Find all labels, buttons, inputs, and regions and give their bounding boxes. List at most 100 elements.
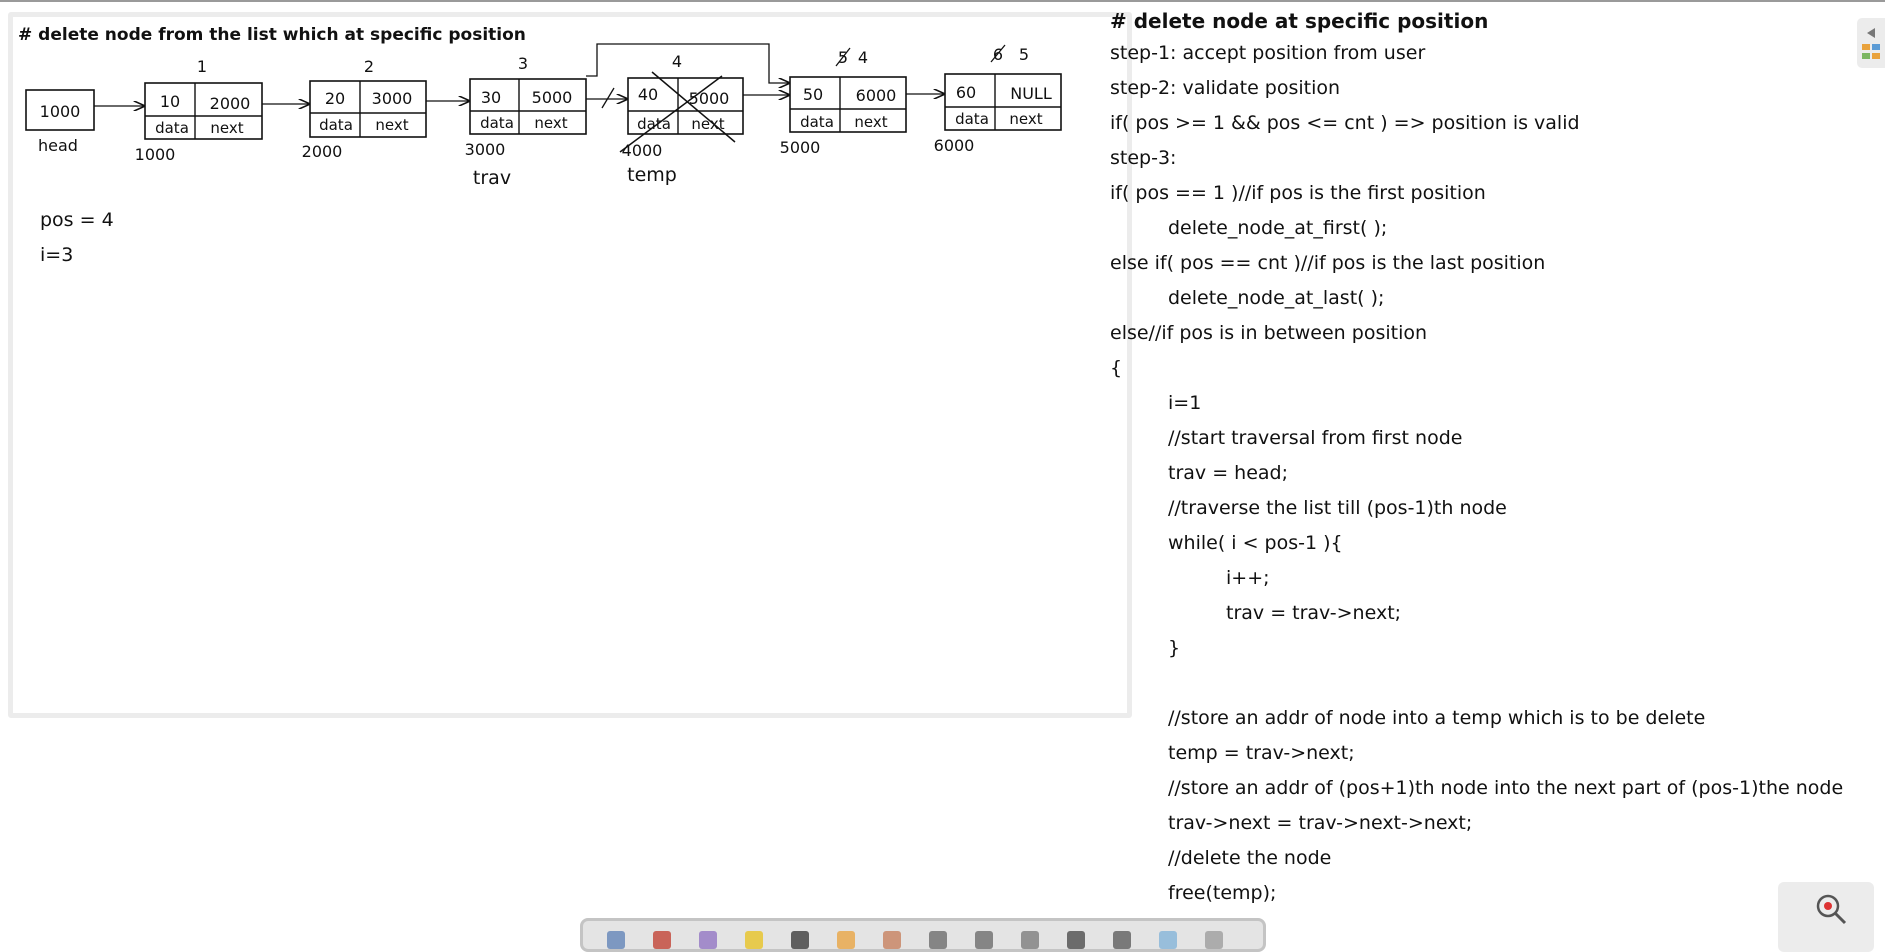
node-index: 1 [197, 57, 207, 76]
zoom-widget[interactable] [1778, 882, 1874, 952]
node-data-value: 50 [803, 85, 823, 104]
bypass-link-arrow [586, 43, 789, 83]
algorithm-notes: # delete node at specific position step-… [1110, 6, 1880, 911]
note-line: if( pos >= 1 && pos <= cnt ) => position… [1110, 112, 1580, 134]
note-line: free(temp); [1168, 882, 1277, 904]
note-line: trav = head; [1168, 462, 1288, 484]
trav-label: trav [473, 167, 511, 189]
next-field-label: next [854, 113, 887, 131]
note-line: //start traversal from first node [1168, 427, 1463, 449]
zoom-out-icon[interactable] [975, 931, 993, 949]
node-address: 6000 [934, 136, 975, 155]
next-field-label: next [534, 114, 567, 132]
note-line: while( i < pos-1 ){ [1168, 532, 1343, 554]
select-icon[interactable] [607, 931, 625, 949]
strike-line [619, 75, 723, 153]
i-variable: i=3 [40, 244, 73, 266]
note-line: //store an addr of (pos+1)th node into t… [1168, 777, 1844, 799]
note-line: //traverse the list till (pos-1)th node [1168, 497, 1507, 519]
collapse-arrow-icon [1862, 28, 1880, 59]
node-index: 4 [672, 52, 682, 71]
zoom-in-icon[interactable] [929, 931, 947, 949]
node-data-value: 10 [160, 92, 180, 111]
note-line: else//if pos is in between position [1110, 322, 1428, 344]
data-field-label: data [800, 113, 834, 131]
node-index: 5 [1019, 45, 1029, 64]
laser-icon[interactable] [837, 931, 855, 949]
note-line: step-3: [1110, 147, 1177, 169]
data-field-label: data [480, 114, 514, 132]
node-address: 1000 [135, 145, 176, 164]
node-3: 3 30 5000 data next 3000 trav [465, 54, 587, 189]
node-data-value: 30 [481, 88, 501, 107]
brush-icon[interactable] [1021, 931, 1039, 949]
note-line: //delete the node [1168, 847, 1332, 869]
next-field-label: next [1009, 110, 1042, 128]
node-6: 6 5 60 NULL data next 6000 [934, 44, 1062, 155]
hand-icon[interactable] [883, 931, 901, 949]
node-data-value: 20 [325, 89, 345, 108]
node-4-deleted: 4 40 5000 data next 4000 temp [619, 52, 744, 186]
next-field-label: next [691, 115, 724, 133]
next-field-label: next [210, 119, 243, 137]
note-line: delete_node_at_last( ); [1168, 287, 1385, 309]
top-border [0, 0, 1885, 2]
highlighter-icon[interactable] [745, 931, 763, 949]
note-line: temp = trav->next; [1168, 742, 1355, 764]
note-line: trav = trav->next; [1226, 602, 1402, 624]
eraser-icon[interactable] [699, 931, 717, 949]
node-next-value: 5000 [532, 88, 573, 107]
note-line: i++; [1226, 567, 1270, 589]
head-pointer: 1000 head [25, 89, 95, 155]
zoom-icon [1816, 894, 1847, 925]
data-field-label: data [319, 116, 353, 134]
line-icon[interactable] [1067, 931, 1085, 949]
notes-lines: step-1: accept position from user step-2:… [1110, 36, 1880, 911]
note-line: step-2: validate position [1110, 77, 1341, 99]
strike-line [651, 71, 736, 143]
link-break-mark [601, 87, 615, 109]
note-line: if( pos == 1 )//if pos is the first posi… [1110, 182, 1486, 204]
text-icon[interactable] [1113, 931, 1131, 949]
node-address: 2000 [302, 142, 343, 161]
note-line: { [1110, 357, 1123, 379]
node-next-value: 6000 [856, 86, 897, 105]
drawing-toolbar [580, 918, 1266, 952]
node-data-value: 40 [638, 85, 658, 104]
head-value: 1000 [40, 102, 81, 121]
data-field-label: data [155, 119, 189, 137]
keyboard-icon[interactable] [1205, 931, 1223, 949]
node-address: 3000 [465, 140, 506, 159]
node-2: 2 20 3000 data next 2000 [302, 57, 427, 161]
note-line [1110, 666, 1880, 701]
node-next-value: 3000 [372, 89, 413, 108]
strike-line [990, 44, 1006, 63]
linked-list-diagram: # delete node from the list which at spe… [18, 25, 1062, 266]
data-field-label: data [955, 110, 989, 128]
note-line: //store an addr of node into a temp whic… [1168, 707, 1706, 729]
node-next-value: 5000 [689, 89, 730, 108]
diagram-title: # delete node from the list which at spe… [18, 25, 526, 45]
shape-icon[interactable] [1159, 931, 1177, 949]
pos-variable: pos = 4 [40, 209, 114, 231]
node-next-value: NULL [1010, 84, 1052, 103]
node-data-value: 60 [956, 83, 976, 102]
next-field-label: next [375, 116, 408, 134]
node-address: 5000 [780, 138, 821, 157]
notes-title: # delete node at specific position [1110, 9, 1489, 33]
note-line: else if( pos == cnt )//if pos is the las… [1110, 252, 1546, 274]
node-address: 4000 [622, 141, 663, 160]
pen-icon[interactable] [653, 931, 671, 949]
node-index: 4 [858, 48, 868, 67]
node-index: 3 [518, 54, 528, 73]
note-line: delete_node_at_first( ); [1168, 217, 1388, 239]
node-index: 2 [364, 57, 374, 76]
node-1: 1 10 2000 data next 1000 [135, 57, 263, 164]
note-line: } [1168, 637, 1181, 659]
note-line: step-1: accept position from user [1110, 42, 1426, 64]
pointer-icon[interactable] [791, 931, 809, 949]
node-5: 5 4 50 6000 data next 5000 [780, 47, 907, 157]
side-panel-toggle[interactable] [1857, 18, 1885, 68]
note-line: trav->next = trav->next->next; [1168, 812, 1473, 834]
strike-line [835, 47, 851, 67]
